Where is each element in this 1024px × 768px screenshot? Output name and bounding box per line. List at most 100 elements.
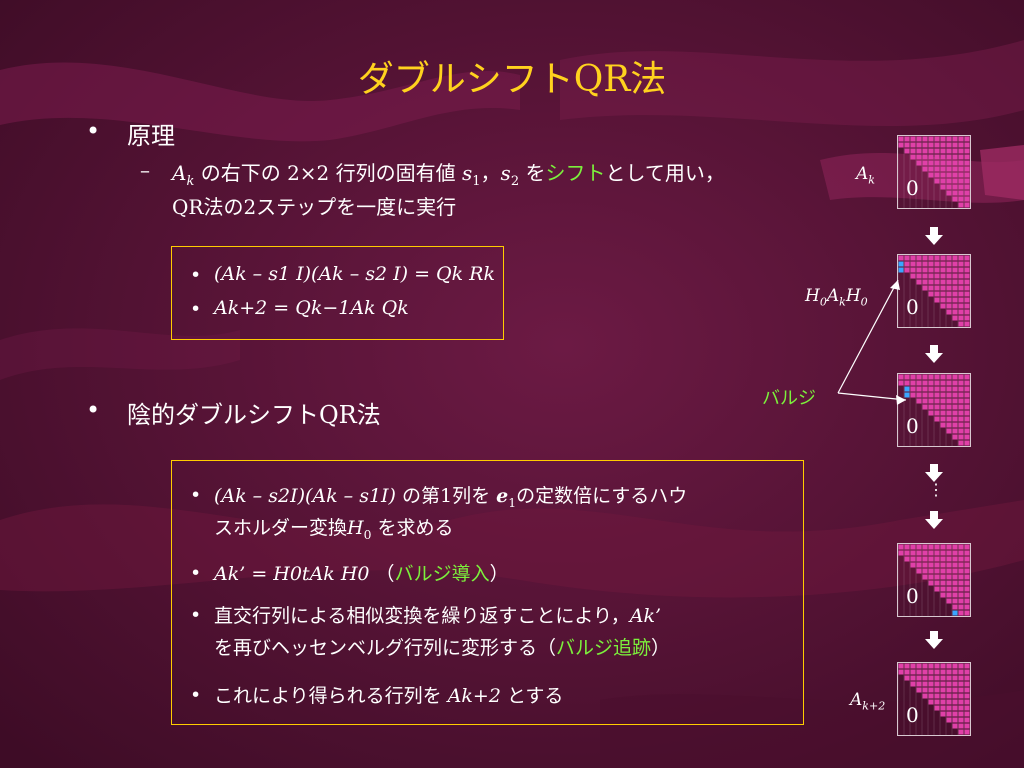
matrix-cell <box>934 580 940 586</box>
matrix-cell <box>952 669 958 675</box>
matrix-cell <box>964 297 970 303</box>
matrix-cell <box>940 556 946 562</box>
text: を <box>519 161 546 185</box>
matrix-cell <box>934 574 940 580</box>
matrix-cell <box>964 711 970 717</box>
matrix-cell <box>910 261 916 267</box>
matrix-cell <box>916 267 922 273</box>
matrix-cell <box>952 717 958 723</box>
matrix-cell <box>922 261 928 267</box>
matrix-cell <box>952 178 958 184</box>
math-s2: s <box>500 161 511 185</box>
matrix-cell <box>964 544 970 550</box>
matrix-cell <box>946 550 952 556</box>
matrix-cell <box>934 699 940 705</box>
matrix-cell <box>958 693 964 699</box>
matrix-cell <box>940 711 946 717</box>
bulge-cell <box>898 267 904 273</box>
matrix-cell <box>946 291 952 297</box>
matrix-cell <box>910 374 916 380</box>
matrix-cell <box>922 386 928 392</box>
matrix-cell <box>928 693 934 699</box>
matrix-cell <box>964 136 970 142</box>
matrix-cell <box>922 562 928 568</box>
matrix-cell <box>916 663 922 669</box>
matrix-cell <box>928 562 934 568</box>
matrix-cell <box>952 279 958 285</box>
matrix-cell <box>946 705 952 711</box>
matrix-cell <box>946 556 952 562</box>
matrix-cell <box>916 160 922 166</box>
matrix-cell <box>916 374 922 380</box>
matrix-cell <box>940 398 946 404</box>
matrix-cell <box>964 675 970 681</box>
matrix-cell <box>910 681 916 687</box>
matrix-cell <box>952 556 958 562</box>
matrix-cell <box>910 136 916 142</box>
matrix-cell <box>964 556 970 562</box>
matrix-cell <box>946 166 952 172</box>
matrix-cell <box>928 160 934 166</box>
matrix-cell <box>964 669 970 675</box>
matrix-cell <box>922 663 928 669</box>
matrix-cell <box>922 142 928 148</box>
matrix-cell <box>940 380 946 386</box>
matrix-cell <box>922 160 928 166</box>
matrix-cell <box>940 416 946 422</box>
matrix-cell <box>946 404 952 410</box>
matrix-cell <box>940 580 946 586</box>
matrix-cell <box>910 392 916 398</box>
matrix-cell <box>964 190 970 196</box>
matrix-cell <box>904 374 910 380</box>
text: ） <box>651 637 671 659</box>
matrix-cell <box>898 374 904 380</box>
matrix-cell <box>964 550 970 556</box>
matrix-cell <box>958 723 964 729</box>
matrix-cell <box>946 273 952 279</box>
box2-item-3-line-1: 直交行列による相似変換を繰り返すことにより，Ak’ <box>214 601 661 628</box>
matrix-cell <box>934 410 940 416</box>
matrix-cell <box>952 568 958 574</box>
matrix-cell <box>964 592 970 598</box>
matrix-cell <box>940 422 946 428</box>
matrix-cell <box>940 568 946 574</box>
matrix-cell <box>958 380 964 386</box>
matrix-cell <box>958 422 964 428</box>
matrix-cell <box>934 160 940 166</box>
matrix-cell <box>952 428 958 434</box>
matrix-cell <box>946 142 952 148</box>
bulge-cell <box>952 610 958 616</box>
matrix-cell <box>946 416 952 422</box>
matrix-cell <box>934 404 940 410</box>
matrix-cell <box>952 303 958 309</box>
matrix-cell <box>958 184 964 190</box>
matrix-cell <box>964 604 970 610</box>
bullet-heading-principle: 原理 <box>127 122 175 150</box>
matrix-cell <box>904 550 910 556</box>
math-e: e <box>496 485 509 507</box>
math-H: H <box>347 517 364 539</box>
math: (Ak – s2I)(Ak – s1I) <box>214 485 396 507</box>
matrix-cell <box>928 255 934 261</box>
matrix-cell <box>928 392 934 398</box>
matrix-cell <box>952 398 958 404</box>
label-Ak2: Ak+2 <box>850 690 886 713</box>
matrix-cell <box>910 148 916 154</box>
matrix-cell <box>958 160 964 166</box>
matrix-cell <box>964 723 970 729</box>
matrix-cell <box>934 285 940 291</box>
matrix-cell <box>940 291 946 297</box>
matrix-cell <box>946 374 952 380</box>
matrix-cell <box>934 693 940 699</box>
matrix-cell <box>946 178 952 184</box>
matrix-cell <box>964 309 970 315</box>
matrix-cell <box>952 693 958 699</box>
matrix-cell <box>898 544 904 550</box>
matrix-cell <box>946 386 952 392</box>
matrix-cell <box>934 172 940 178</box>
matrix-cell <box>946 711 952 717</box>
matrix-bulge-chase <box>897 373 971 447</box>
text: の定数倍にするハウ <box>516 485 688 507</box>
matrix-cell <box>946 261 952 267</box>
matrix-cell <box>916 550 922 556</box>
